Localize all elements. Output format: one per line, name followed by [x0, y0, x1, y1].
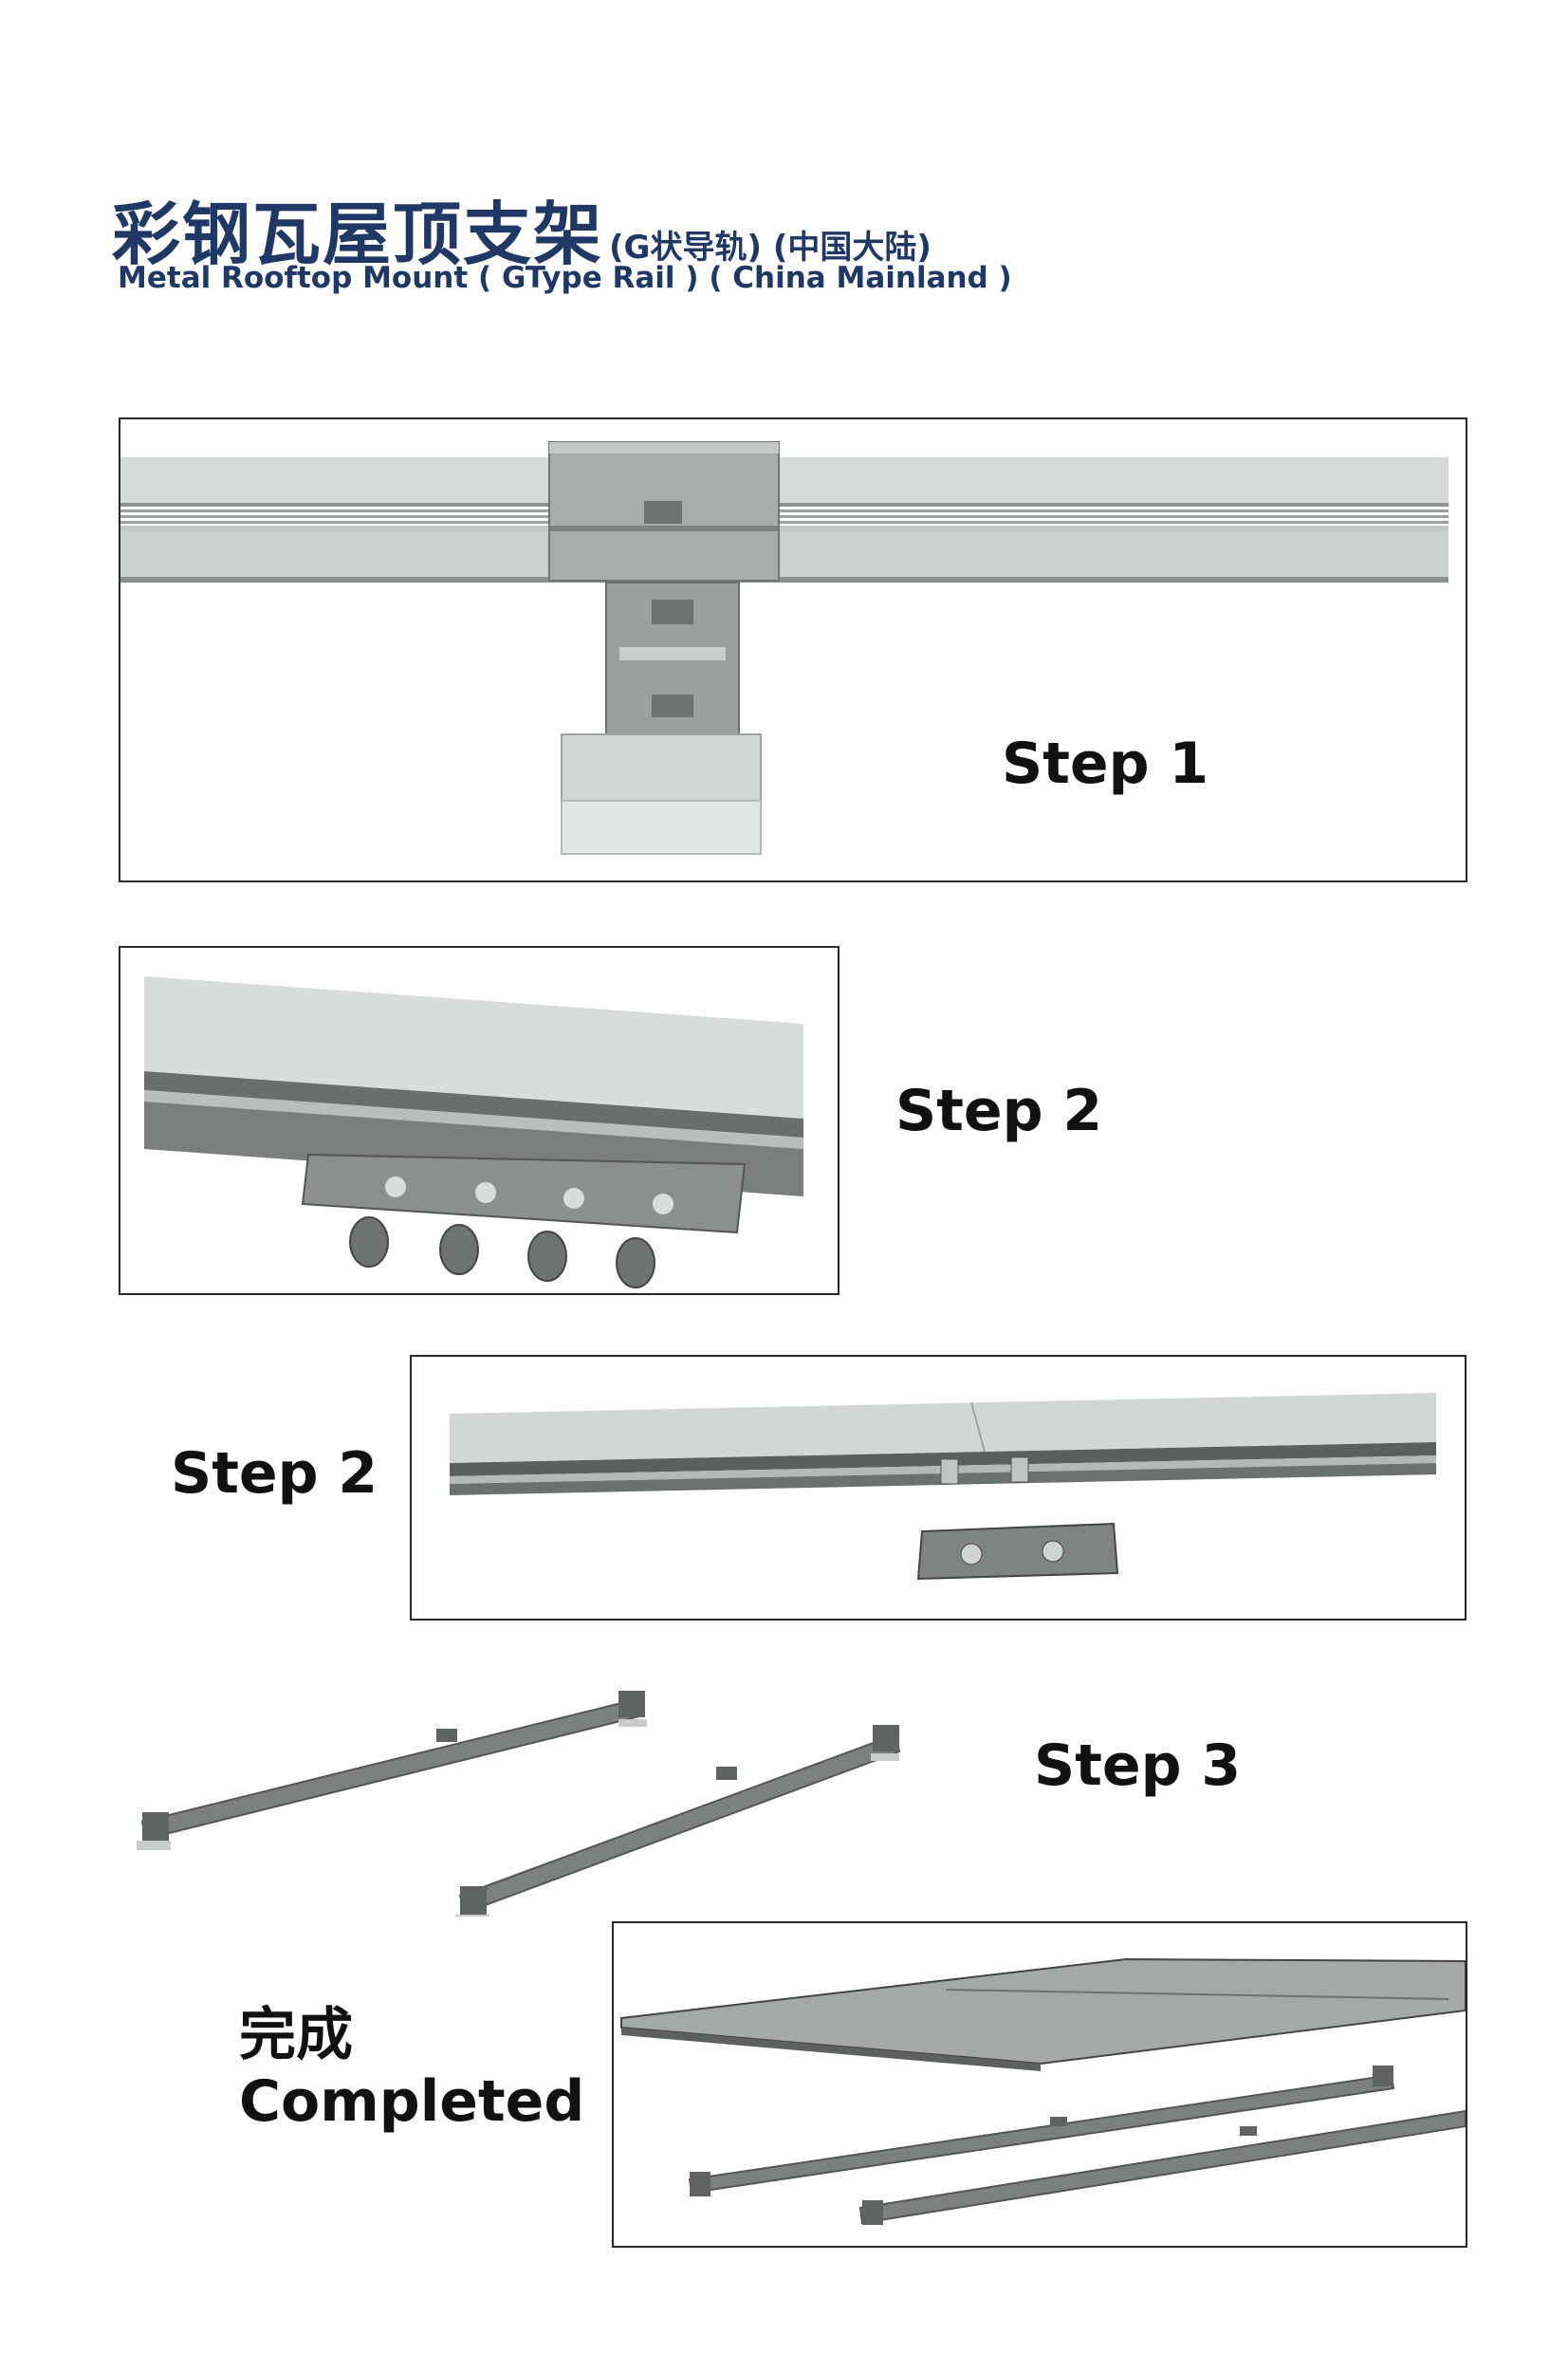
page-title-en: Metal Rooftop Mount ( GType Rail ) ( Chi… [118, 261, 1012, 295]
step2b-label: Step 2 [171, 1440, 378, 1507]
completed-array-illustration [620, 1957, 1466, 2225]
rail-joint-illustration [450, 1393, 1436, 1581]
title-cn-main: 彩钢瓦屋顶支架 [112, 195, 604, 274]
rail-connector-illustration [144, 976, 803, 1288]
step2a-label: Step 2 [895, 1078, 1103, 1144]
title-cn-sub: (G状导轨) (中国大陆) [609, 229, 932, 267]
completed-label-en: Completed [239, 2068, 585, 2135]
rail-clamp-illustration [120, 441, 1448, 855]
step2-illustration-panel [119, 946, 839, 1295]
completed-label-cn: 完成 [239, 2002, 353, 2068]
completed-illustration-panel [612, 1921, 1467, 2248]
step3-label: Step 3 [1034, 1732, 1242, 1799]
step1-illustration-panel [119, 417, 1467, 882]
step3-illustration [123, 1670, 920, 1917]
step1-label: Step 1 [1002, 731, 1209, 797]
page-title-cn: 彩钢瓦屋顶支架(G状导轨) (中国大陆) [112, 178, 932, 278]
step2b-illustration-panel [410, 1355, 1467, 1621]
